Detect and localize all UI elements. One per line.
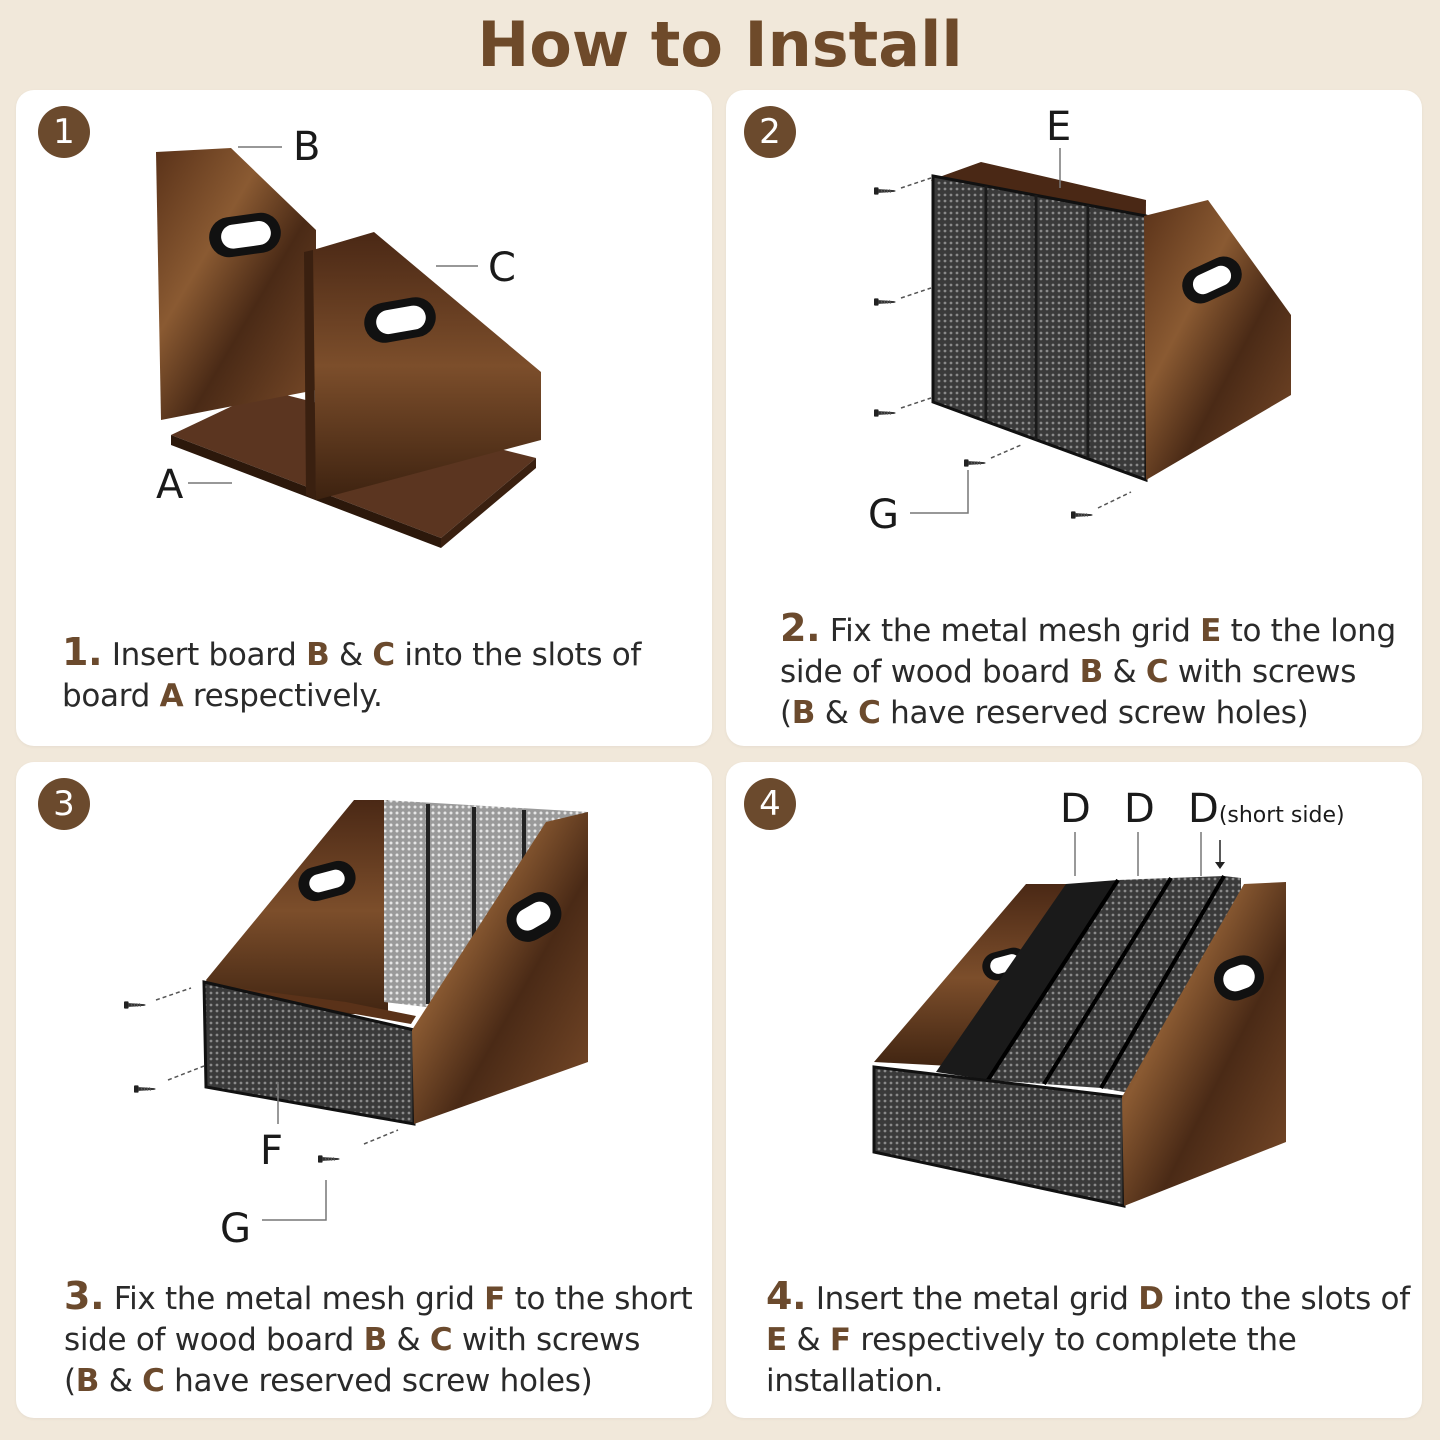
step-1-card: 1 B C A 1. Insert board B & C into the s… [16, 90, 712, 746]
label-short-side-note: (short side) [1218, 803, 1345, 828]
label-e: E [1046, 104, 1072, 150]
text-run: installation. [766, 1363, 944, 1399]
part-key: F [829, 1322, 851, 1358]
text-run: & [386, 1322, 430, 1358]
part-key: F [484, 1281, 506, 1317]
step-4-illustration [872, 832, 1286, 1208]
step-3-instructions: 3. Fix the metal mesh grid F to the shor… [64, 1276, 704, 1402]
text-run: Insert the metal grid [806, 1281, 1139, 1317]
text-run: into the slots of [394, 637, 642, 673]
step-number-badge: 4 [744, 778, 796, 830]
text-run: ( [780, 695, 792, 731]
text-run: respectively. [183, 678, 383, 714]
text-run: to the short [505, 1281, 693, 1317]
part-key: E [1200, 613, 1222, 649]
text-run: ( [64, 1363, 76, 1399]
label-b: B [293, 124, 321, 170]
text-run: & [1102, 654, 1146, 690]
part-key: B [791, 695, 816, 731]
label-g: G [220, 1206, 251, 1252]
step-1-instructions: 1. Insert board B & C into the slots of … [62, 632, 692, 717]
part-key: C [858, 695, 881, 731]
text-run: side of wood board [64, 1322, 364, 1358]
text-run: & [815, 695, 859, 731]
step-3-card: 3 F G 3. Fix the metal mesh grid [16, 762, 712, 1418]
text-run: Fix the metal mesh grid [820, 613, 1201, 649]
part-key: B [75, 1363, 100, 1399]
mesh-grid-e [933, 176, 1146, 480]
part-key: E [766, 1322, 787, 1358]
page-title: How to Install [477, 8, 963, 81]
part-key: B [363, 1322, 388, 1358]
step-number: 2. [780, 606, 821, 650]
part-key: D [1138, 1281, 1164, 1317]
step-number: 3. [64, 1274, 105, 1318]
board-b [156, 148, 316, 420]
label-f: F [260, 1128, 284, 1174]
step-number-badge: 3 [38, 778, 90, 830]
text-run: respectively to complete the [850, 1322, 1297, 1358]
step-2-instructions: 2. Fix the metal mesh grid E to the long… [780, 608, 1410, 734]
wood-board [412, 812, 588, 1124]
text-run: into the slots of [1163, 1281, 1410, 1317]
label-d-2: D [1124, 786, 1155, 832]
board-c [313, 232, 541, 500]
text-run: Insert board [102, 637, 307, 673]
step-number-badge: 1 [38, 106, 90, 158]
part-key: C [429, 1322, 453, 1358]
part-key: C [142, 1363, 165, 1399]
text-run: to the long [1221, 613, 1397, 649]
label-d-3-letter: D [1188, 786, 1219, 832]
mesh-grid-f [204, 982, 414, 1124]
part-key: B [1079, 654, 1104, 690]
step-number: 4. [766, 1274, 807, 1318]
label-g: G [868, 492, 899, 538]
step-number: 1. [62, 630, 103, 674]
part-key: C [372, 637, 395, 673]
text-run: & [329, 637, 373, 673]
text-run: board [62, 678, 160, 714]
part-key: C [1145, 654, 1169, 690]
text-run: with screws [1168, 654, 1357, 690]
text-run: have reserved screw holes) [880, 695, 1309, 731]
text-run: have reserved screw holes) [164, 1363, 593, 1399]
label-d-1: D [1060, 786, 1091, 832]
text-run: side of wood board [780, 654, 1080, 690]
part-key: B [306, 637, 330, 673]
text-run: Fix the metal mesh grid [104, 1281, 485, 1317]
label-c: C [488, 245, 516, 291]
text-run: with screws [452, 1322, 641, 1358]
step-2-card: 2 E G 2. Fix the metal mesh grid [726, 90, 1422, 746]
step-number-badge: 2 [744, 106, 796, 158]
text-run: & [786, 1322, 830, 1358]
step-4-card: 4 D D D(short side) 4. Insert th [726, 762, 1422, 1418]
step-2-illustration [874, 148, 1291, 520]
label-d-3: D(short side) [1188, 786, 1345, 832]
wood-board [1144, 200, 1291, 480]
part-key: A [159, 678, 184, 714]
text-run: & [99, 1363, 143, 1399]
step-3-illustration [124, 800, 588, 1221]
label-a: A [156, 462, 184, 508]
step-4-instructions: 4. Insert the metal grid D into the slot… [766, 1276, 1416, 1402]
step-1-illustration [156, 146, 541, 548]
grid-dividers-d [936, 874, 1241, 1092]
